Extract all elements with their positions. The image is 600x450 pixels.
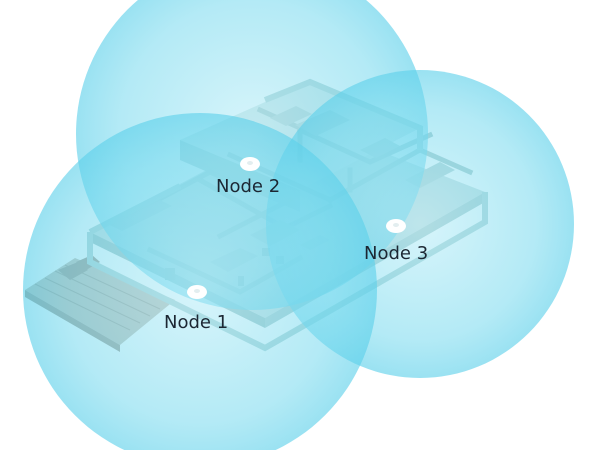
node-3-label: Node 3 bbox=[364, 243, 429, 264]
node-devices bbox=[187, 157, 406, 299]
coverage-zones bbox=[23, 0, 574, 450]
wifi-node-icon bbox=[187, 285, 207, 299]
wifi-node-icon bbox=[386, 219, 406, 233]
node-2-label: Node 2 bbox=[216, 176, 281, 197]
coverage-zone-node-1 bbox=[23, 113, 377, 450]
wifi-node-icon bbox=[240, 157, 260, 171]
node-1-label: Node 1 bbox=[164, 312, 229, 333]
